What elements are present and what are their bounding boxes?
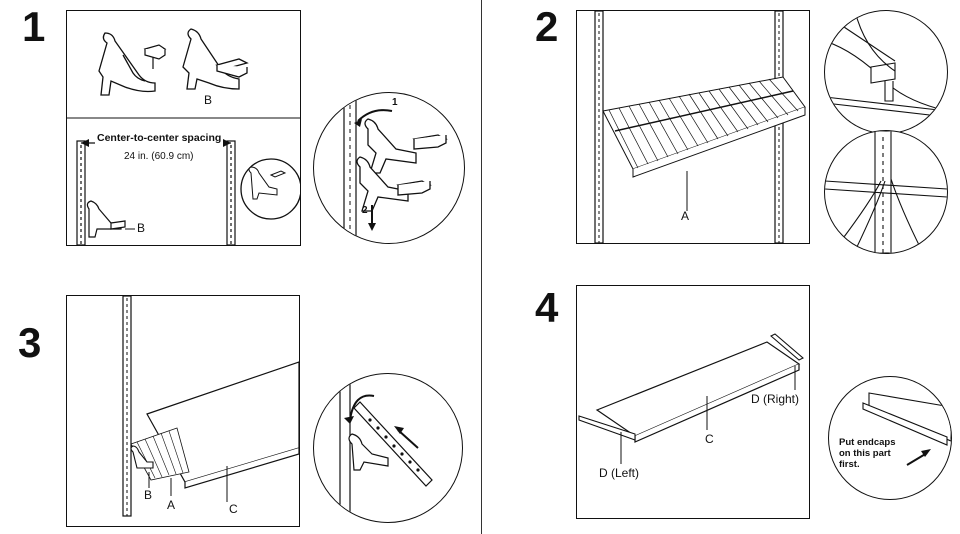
- step3-label-a: A: [167, 498, 176, 512]
- step2-callout-top-illustration: [825, 11, 947, 118]
- step1-callout-illustration: [343, 93, 448, 243]
- step3-illustration: [122, 296, 299, 517]
- step4-callout-circle: Put endcaps on this part first.: [828, 376, 952, 500]
- step4-label-c: C: [705, 432, 714, 446]
- step4-panel: D (Right) C D (Left): [576, 285, 810, 519]
- step1-label-b-top: B: [204, 93, 213, 107]
- upright-right: [226, 140, 236, 245]
- step1-callout-circle: 1 2: [313, 92, 465, 244]
- callout-arrow-1-label: 1: [392, 97, 398, 108]
- endcap-right: [770, 333, 804, 361]
- step2-panel: A: [576, 10, 810, 244]
- step3-panel: B A C: [66, 295, 300, 527]
- step4-illustration: [578, 333, 804, 464]
- step-number-1: 1: [22, 3, 46, 50]
- callout-arrow-2-label: 2: [362, 205, 368, 216]
- bracket-attached: [86, 200, 126, 238]
- step1-panel: B Center-to-center spacing 24 in. (60.9 …: [66, 10, 301, 246]
- shelf-wires: [608, 78, 799, 169]
- upright-left: [76, 140, 86, 245]
- step2-callout-top: [824, 10, 948, 134]
- step3-label-b: B: [144, 488, 153, 502]
- step3-callout-illustration: [339, 374, 433, 522]
- step4-label-d-right: D (Right): [751, 392, 800, 406]
- spacing-title: Center-to-center spacing: [95, 132, 224, 144]
- step-number-3: 3: [18, 319, 42, 366]
- step-number-4: 4: [535, 284, 559, 331]
- spacing-value: 24 in. (60.9 cm): [124, 151, 194, 162]
- step4-label-d-left: D (Left): [599, 466, 640, 480]
- endcap-note: Put endcaps on this part first.: [839, 437, 896, 470]
- step-number-2: 2: [535, 3, 559, 50]
- step2-label-a: A: [681, 209, 690, 223]
- step4-callout-illustration: [862, 392, 951, 466]
- step2-callout-bottom: [824, 130, 948, 254]
- bracket-with-clip: [182, 28, 249, 90]
- step2-illustration: [594, 11, 806, 243]
- step1-label-b-bottom: B: [137, 221, 146, 235]
- clip-icon: [143, 44, 167, 69]
- step2-callout-bottom-illustration: [825, 131, 947, 253]
- bracket-side-view: [98, 32, 156, 96]
- center-divider: [481, 0, 482, 534]
- step3-label-c: C: [229, 502, 238, 516]
- step3-callout-circle: [313, 373, 463, 523]
- step1-illustration: [67, 28, 300, 245]
